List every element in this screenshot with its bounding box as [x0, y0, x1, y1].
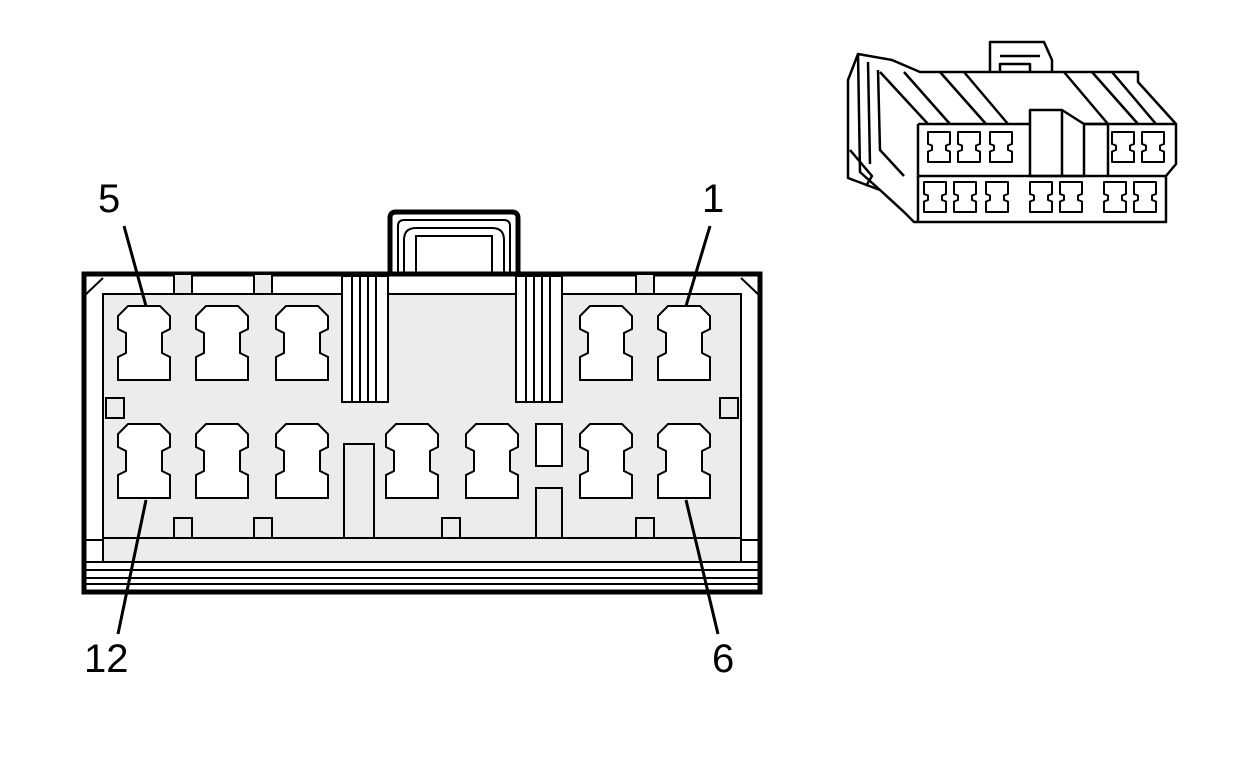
terminal-cavities: [117, 305, 711, 499]
pin-label-12: 12: [84, 637, 129, 681]
terminal-cavity: [465, 423, 519, 499]
iso-terminal-cavity: [989, 131, 1013, 163]
iso-terminal-cavity: [985, 181, 1009, 213]
iso-terminal-cavity: [1103, 181, 1127, 213]
terminal-cavity: [195, 423, 249, 499]
iso-terminal-cavity: [1141, 131, 1165, 163]
terminal-cavity: [117, 423, 171, 499]
iso-terminal-cavity: [1059, 181, 1083, 213]
terminal-cavity: [579, 305, 633, 381]
connector-base-rails: [86, 537, 758, 585]
iso-terminal-cavity: [957, 131, 981, 163]
pin-label-5: 5: [98, 177, 120, 221]
iso-terminal-cavity: [923, 181, 947, 213]
locking-tab: [387, 209, 521, 274]
terminal-cavity: [657, 305, 711, 381]
terminal-cavity: [117, 305, 171, 381]
terminal-cavity: [579, 423, 633, 499]
iso-terminal-cavity: [1133, 181, 1157, 213]
connector-face-view: 5 1 12 6: [81, 177, 763, 681]
terminal-cavity: [275, 305, 329, 381]
pin-label-6: 6: [712, 637, 734, 681]
iso-terminal-cavity: [927, 131, 951, 163]
iso-terminal-cavity: [1029, 181, 1053, 213]
polarization-slot: [535, 423, 563, 467]
iso-terminal-cavity: [1111, 131, 1135, 163]
pin-leader-lines: [116, 225, 720, 635]
terminal-cavity: [275, 423, 329, 499]
terminal-cavity: [385, 423, 439, 499]
iso-terminal-cavities: [923, 131, 1165, 213]
connector-isometric-view: [846, 40, 1178, 224]
iso-terminal-cavity: [953, 181, 977, 213]
latch-rail-right: [515, 275, 563, 403]
pin-label-1: 1: [702, 177, 724, 221]
latch-rail-left: [341, 275, 389, 403]
polarization-key: [343, 443, 375, 538]
terminal-cavity: [195, 305, 249, 381]
terminal-cavity: [657, 423, 711, 499]
